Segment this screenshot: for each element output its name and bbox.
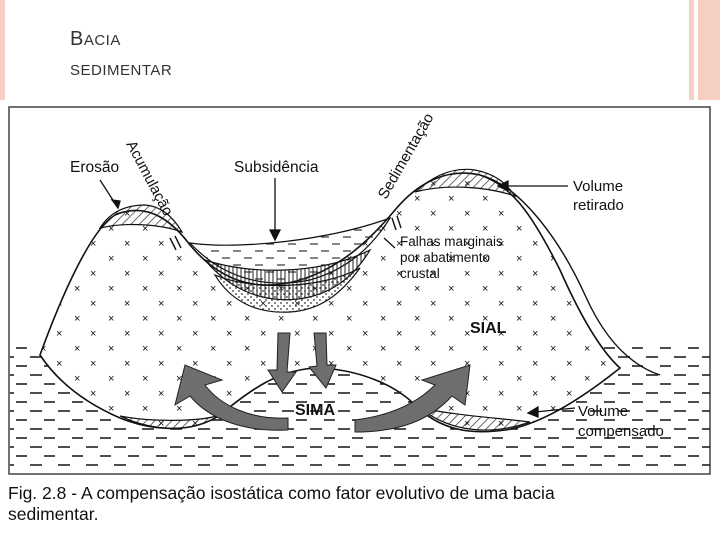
subsidence-arrow-left	[267, 332, 297, 393]
isostatic-compensation-diagram: × ×	[8, 106, 711, 475]
label-volume-compensado-1: Volume	[578, 403, 628, 420]
label-sima: SIMA	[295, 402, 335, 419]
slide-title-line1: BACIA	[70, 28, 121, 50]
caption-line-2: sedimentar.	[8, 504, 99, 524]
decorative-bar-left	[0, 0, 5, 100]
decorative-bar-right-2	[698, 0, 720, 100]
figure-caption: Fig. 2.8 - A compensação isostática como…	[8, 483, 718, 525]
slide-title-line2: SEDIMENTAR	[70, 62, 173, 79]
label-subsidencia: Subsidência	[234, 159, 319, 176]
label-sial: SIAL	[470, 320, 507, 337]
fault-marks-left	[169, 235, 182, 251]
decorative-bar-right-1	[689, 0, 694, 100]
label-volume-retirado-2: retirado	[573, 197, 624, 214]
basin-dotted-layer	[213, 267, 361, 313]
compensated-volume-right	[419, 407, 531, 431]
label-falhas-1: Falhas marginais	[400, 234, 503, 249]
caption-line-1: Fig. 2.8 - A compensação isostática como…	[8, 483, 555, 503]
label-falhas-3: crustal	[400, 266, 440, 281]
label-volume-compensado-2: compensado	[578, 423, 664, 440]
label-volume-retirado-1: Volume	[573, 178, 623, 195]
subsidence-arrow-right	[308, 332, 337, 389]
label-erosao: Erosão	[70, 159, 119, 176]
outer-profile-right	[479, 174, 661, 376]
flow-arrow-left	[174, 364, 289, 431]
label-falhas-2: por abatimento	[400, 250, 490, 265]
pointer-lines	[99, 178, 576, 418]
fault-marks-right	[391, 215, 402, 231]
eroded-volume-left	[98, 204, 184, 234]
flow-arrow-right	[354, 364, 471, 433]
